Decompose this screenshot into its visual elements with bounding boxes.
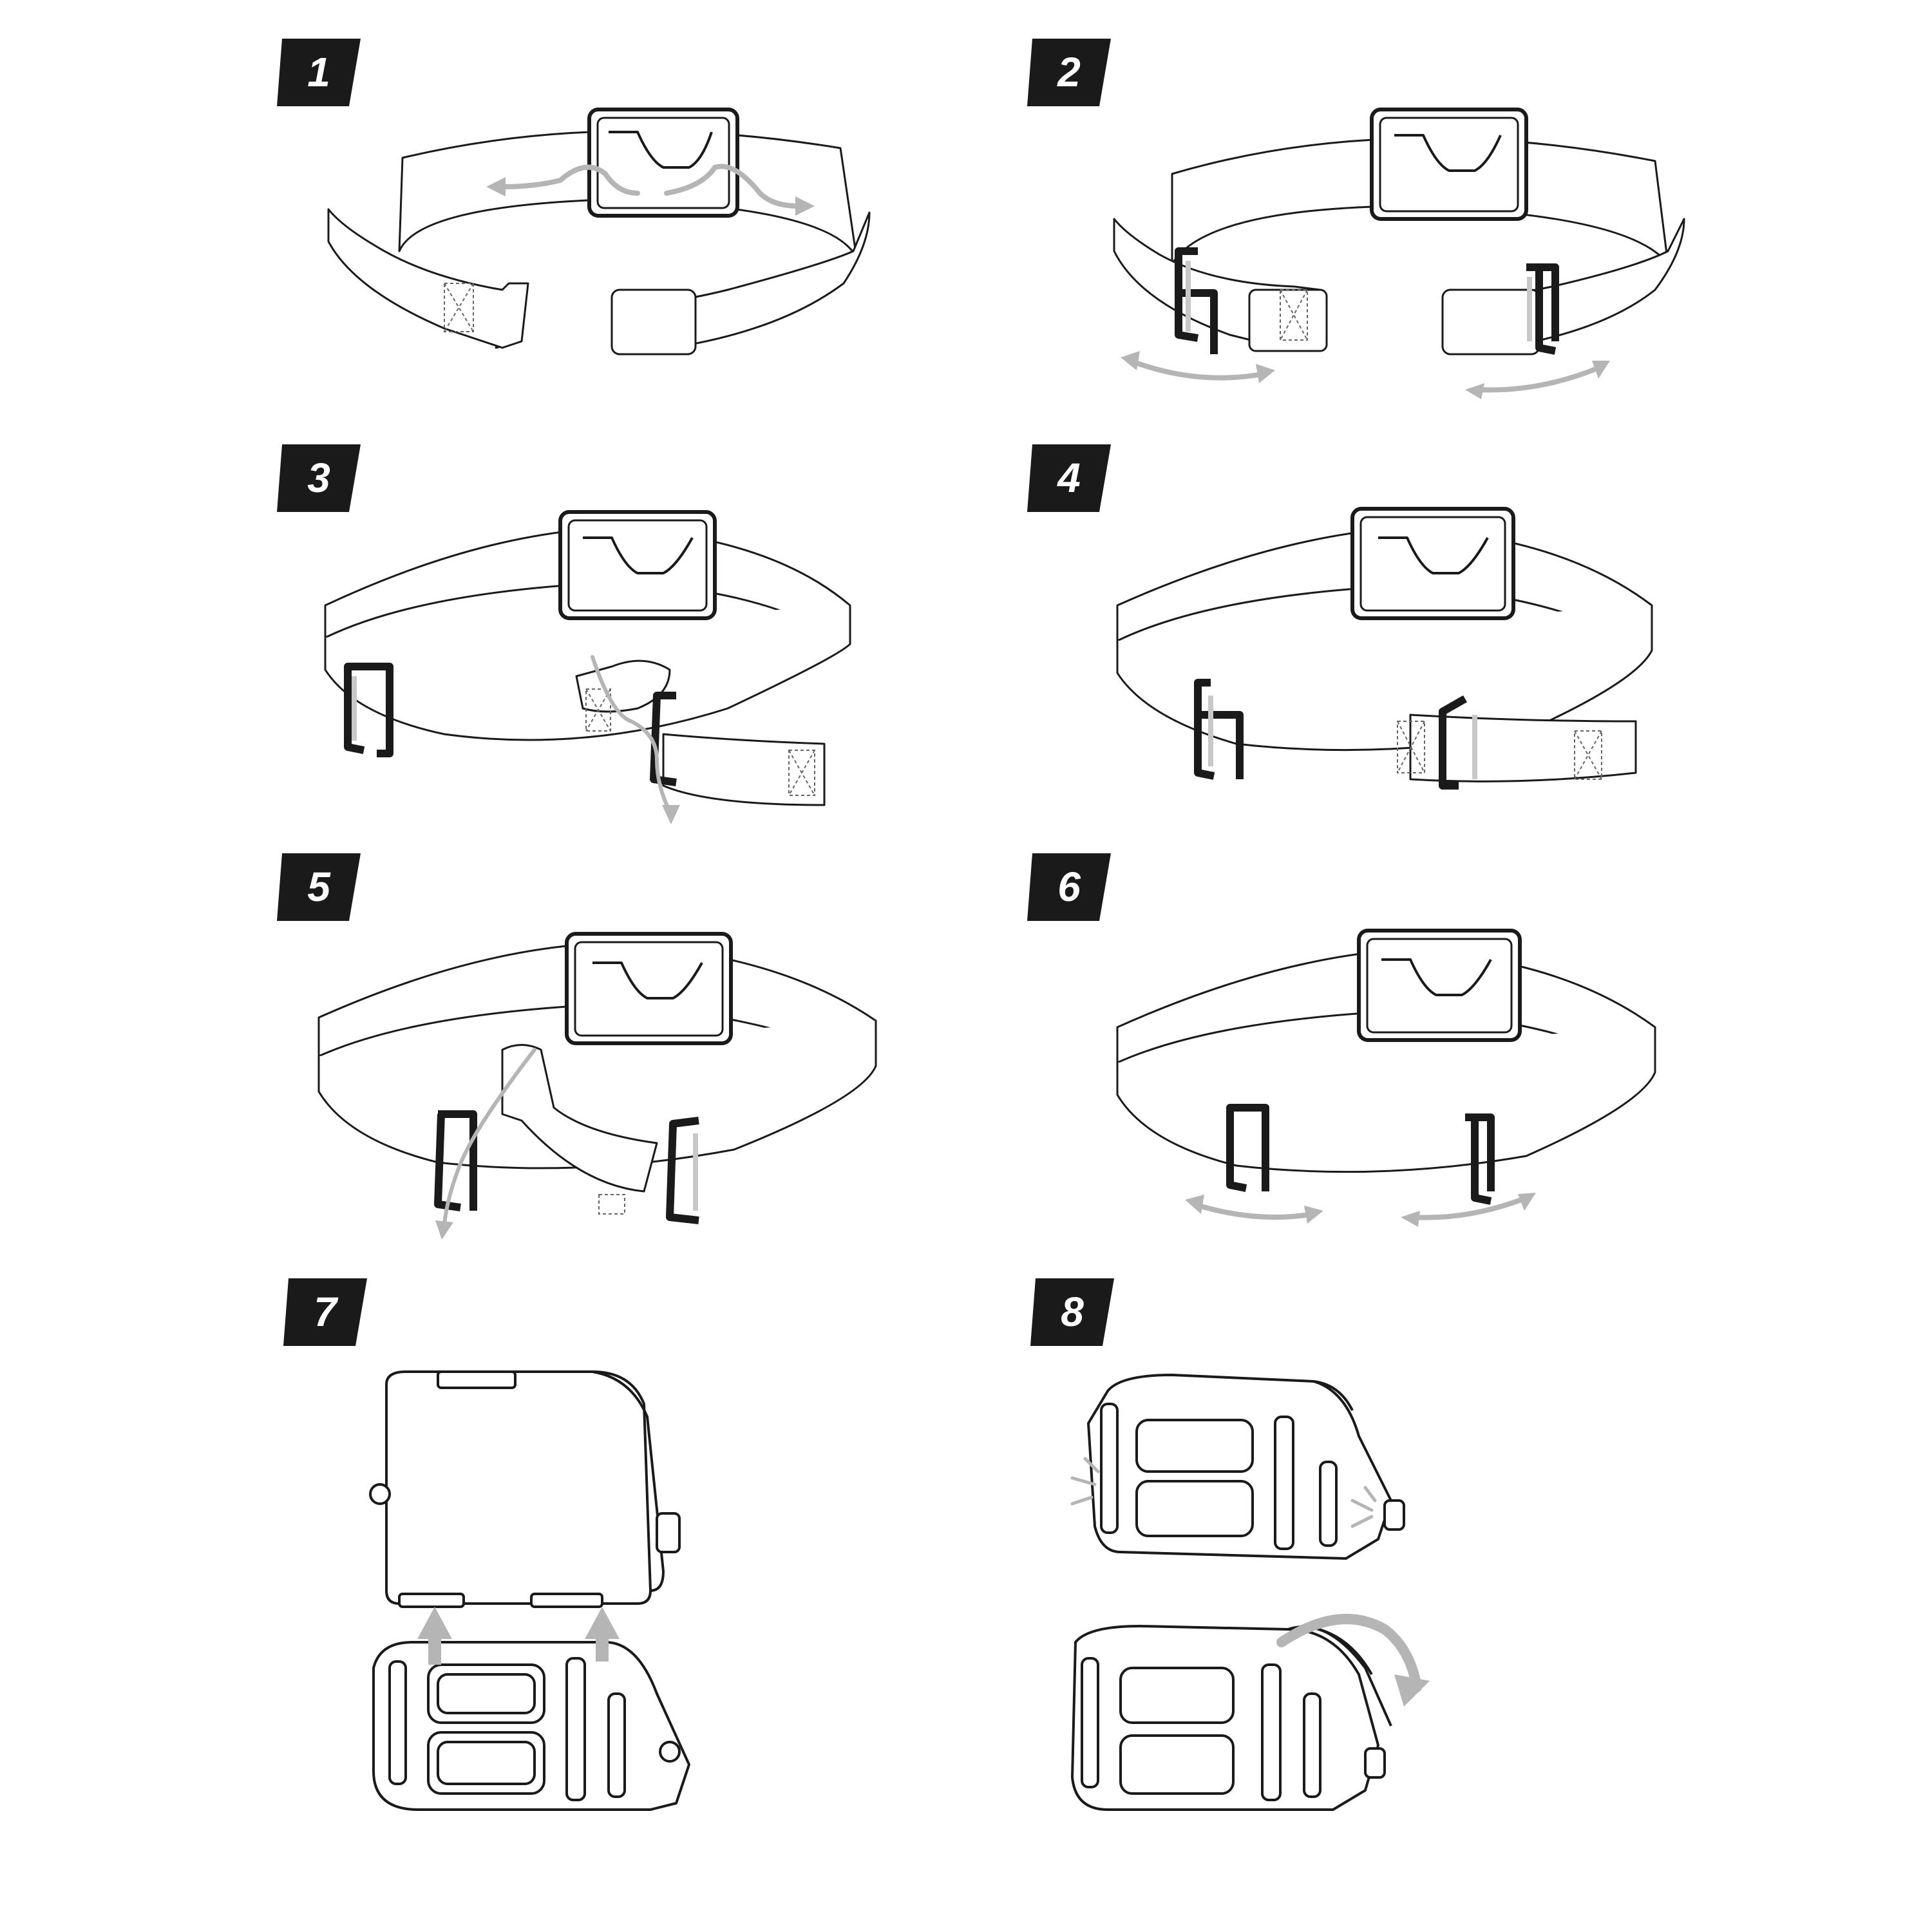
rotate-arrows-2 [1128, 358, 1603, 393]
step-6-drawing [1116, 929, 1656, 1227]
step-4-drawing [1116, 507, 1653, 790]
step-3-illustration [316, 502, 895, 840]
step-6-number: 6 [1057, 864, 1081, 910]
lift-arrows-7 [417, 1607, 620, 1665]
buckle-left-3 [344, 663, 393, 757]
lamp-body [385, 1370, 652, 1605]
velcro-patch-1 [444, 283, 474, 332]
step-7-illustration [361, 1365, 721, 1819]
step-8-illustration [1056, 1372, 1430, 1845]
step-2-number: 2 [1057, 49, 1081, 95]
step-1-illustration [316, 97, 895, 383]
step-4-badge: 4 [1027, 444, 1111, 512]
adjust-arrows-6 [1192, 1195, 1529, 1220]
step-3-drawing [324, 510, 851, 824]
step-1-number: 1 [307, 49, 330, 95]
step-2-badge: 2 [1027, 39, 1111, 106]
buckle-right-6 [1465, 1113, 1495, 1205]
buckle-right-5 [666, 1117, 699, 1224]
step-5-badge: 5 [277, 853, 361, 921]
strap-through-buckles-2 [1186, 261, 1532, 341]
step-3-badge: 3 [277, 444, 361, 512]
step-3-number: 3 [307, 455, 330, 501]
step-8-number: 8 [1061, 1289, 1084, 1335]
step-8-badge: 8 [1030, 1278, 1114, 1346]
lamp-button [656, 1512, 681, 1553]
buckle-left-6 [1226, 1104, 1269, 1192]
step-5-number: 5 [307, 864, 330, 910]
step-2-illustration [1101, 97, 1707, 409]
velcro-patch-2 [1280, 289, 1308, 341]
thread-arrow-3 [591, 655, 672, 813]
buckle-right-3 [650, 692, 677, 786]
thread-arrow-5 [442, 1048, 536, 1226]
step-6-illustration [1108, 921, 1687, 1246]
tilt-arrow-8 [1276, 1614, 1422, 1692]
buckle-right-2 [1526, 263, 1559, 355]
step-1-badge: 1 [277, 39, 361, 106]
step-8-drawing [1070, 1374, 1430, 1811]
click-marks-8 [1070, 1457, 1377, 1528]
step-4-illustration [1108, 502, 1687, 815]
step-1-drawing [327, 108, 871, 355]
step-2-drawing [1113, 108, 1685, 399]
lamp-holder [587, 108, 739, 218]
step-7-number: 7 [314, 1289, 337, 1335]
step-6-badge: 6 [1027, 853, 1111, 921]
step-7-badge: 7 [283, 1278, 367, 1346]
step-7-drawing [369, 1370, 690, 1811]
step-4-number: 4 [1057, 455, 1081, 501]
buckle-right-4 [1439, 695, 1467, 790]
thread-arrows-1 [500, 164, 801, 209]
buckle-left-5 [434, 1110, 477, 1211]
step-5-illustration [309, 921, 902, 1246]
step-5-drawing [317, 932, 877, 1240]
